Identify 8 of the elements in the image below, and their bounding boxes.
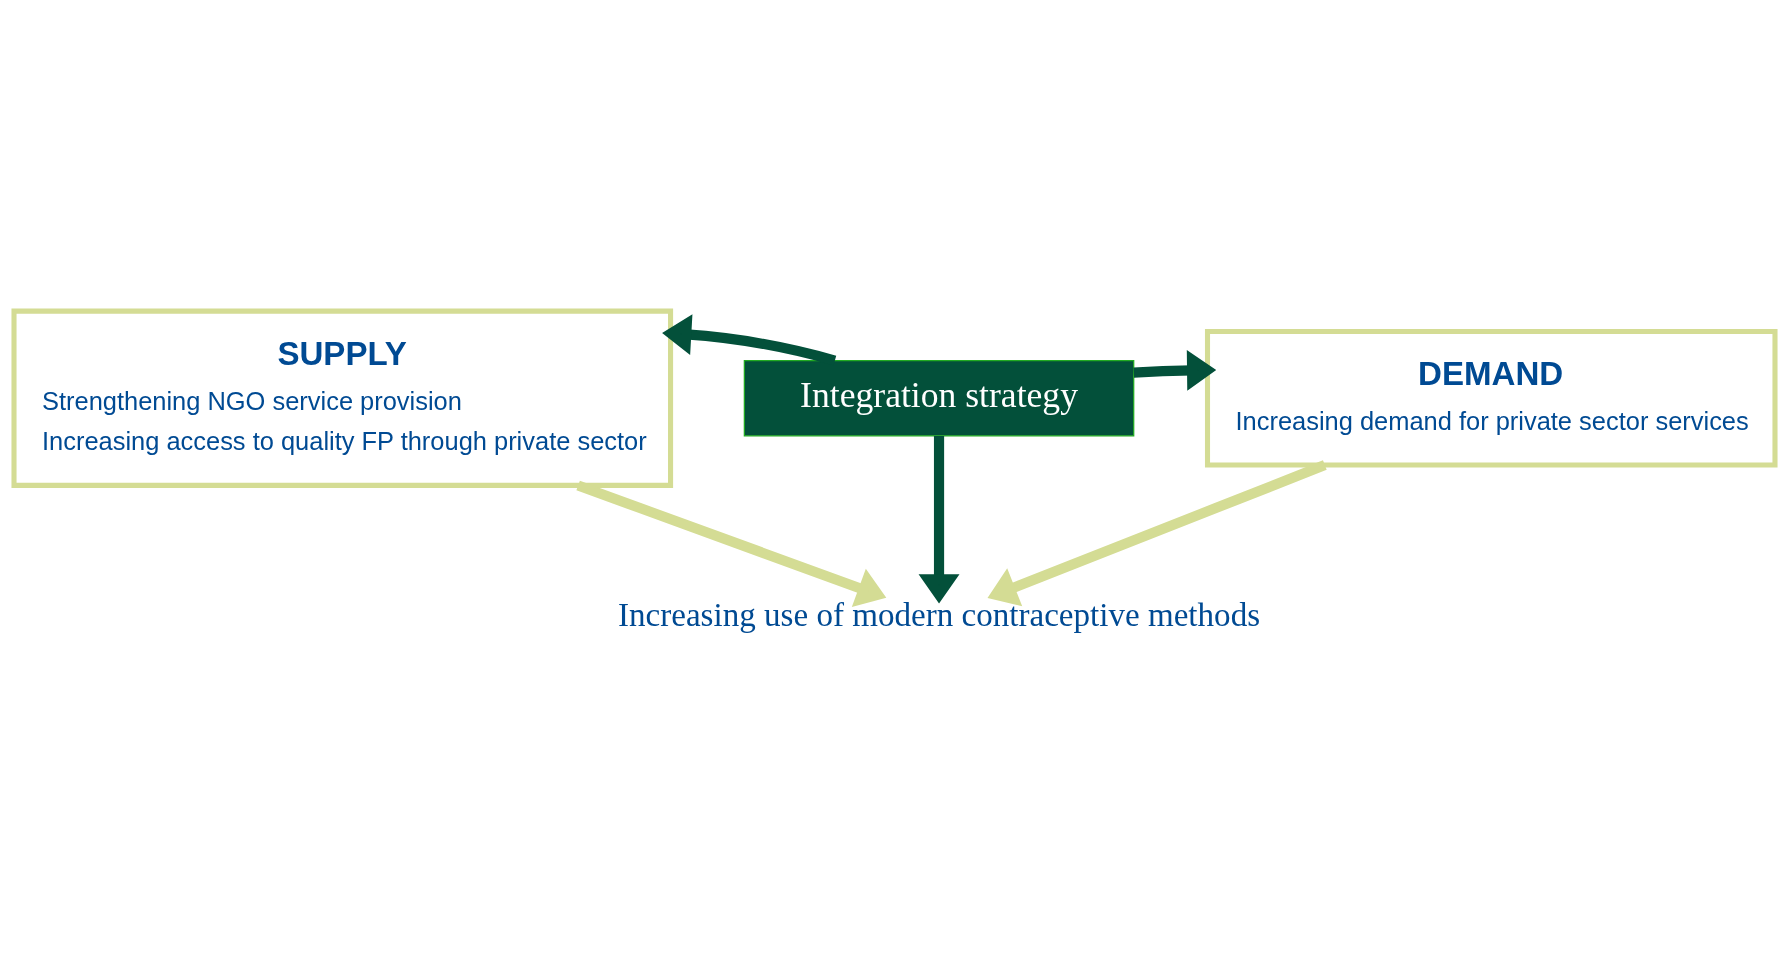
- arrow: [576, 480, 887, 608]
- node-text: Increasing use of modern contraceptive methods: [618, 597, 1261, 634]
- arrow: [1133, 349, 1217, 391]
- node-box: DEMAND Increasing demand for private sector services: [1204, 328, 1778, 468]
- arrow: [918, 435, 960, 604]
- arrow: [987, 460, 1327, 607]
- node-box: SUPPLY Strengthening NGO service provision Increasing access to quality FP through private sector: [11, 308, 674, 488]
- node-box: Integration strategy: [743, 360, 1135, 437]
